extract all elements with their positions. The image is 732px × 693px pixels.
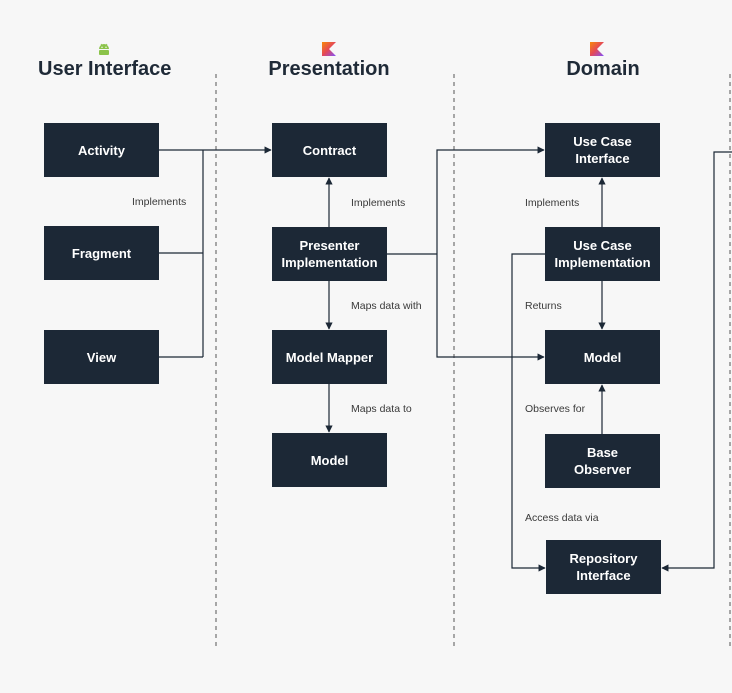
- repository-interface-box[interactable]: Repository Interface: [546, 540, 661, 594]
- column-title-user-interface: User Interface: [38, 58, 172, 80]
- presentation-model-box[interactable]: Model: [272, 433, 387, 487]
- domain-implements-label: Implements: [525, 197, 580, 209]
- usecase-to-repository-connector: [511, 253, 546, 572]
- maps-data-with-label: Maps data with: [351, 300, 422, 312]
- contract-box[interactable]: Contract: [272, 123, 387, 177]
- returns-label: Returns: [525, 300, 562, 312]
- maps-data-to-label: Maps data to: [351, 403, 412, 415]
- use-case-implementation-box[interactable]: Use Case Implementation: [545, 227, 660, 281]
- presenter-implementation-box[interactable]: Presenter Implementation: [272, 227, 387, 281]
- android-icon: [99, 43, 109, 55]
- observes-for-label: Observes for: [525, 403, 586, 415]
- column-title-domain: Domain: [566, 58, 640, 80]
- access-data-via-label: Access data via: [525, 512, 599, 524]
- ui-implements-label: Implements: [132, 196, 187, 208]
- view-box[interactable]: View: [44, 330, 159, 384]
- presenter-to-domain-model-connector: [436, 254, 545, 361]
- domain-model-box[interactable]: Model: [545, 330, 660, 384]
- kotlin-icon: [590, 42, 604, 56]
- use-case-interface-box[interactable]: Use Case Interface: [545, 123, 660, 177]
- activity-box[interactable]: Activity: [44, 123, 159, 177]
- column-title-presentation: Presentation: [268, 58, 390, 80]
- fragment-box[interactable]: Fragment: [44, 226, 159, 280]
- base-observer-box[interactable]: Base Observer: [545, 434, 660, 488]
- presenter-to-usecase-interface-connector: [436, 146, 545, 254]
- kotlin-icon: [322, 42, 336, 56]
- presentation-implements-label: Implements: [351, 197, 406, 209]
- data-to-repository-connector: [661, 151, 732, 572]
- model-mapper-box[interactable]: Model Mapper: [272, 330, 387, 384]
